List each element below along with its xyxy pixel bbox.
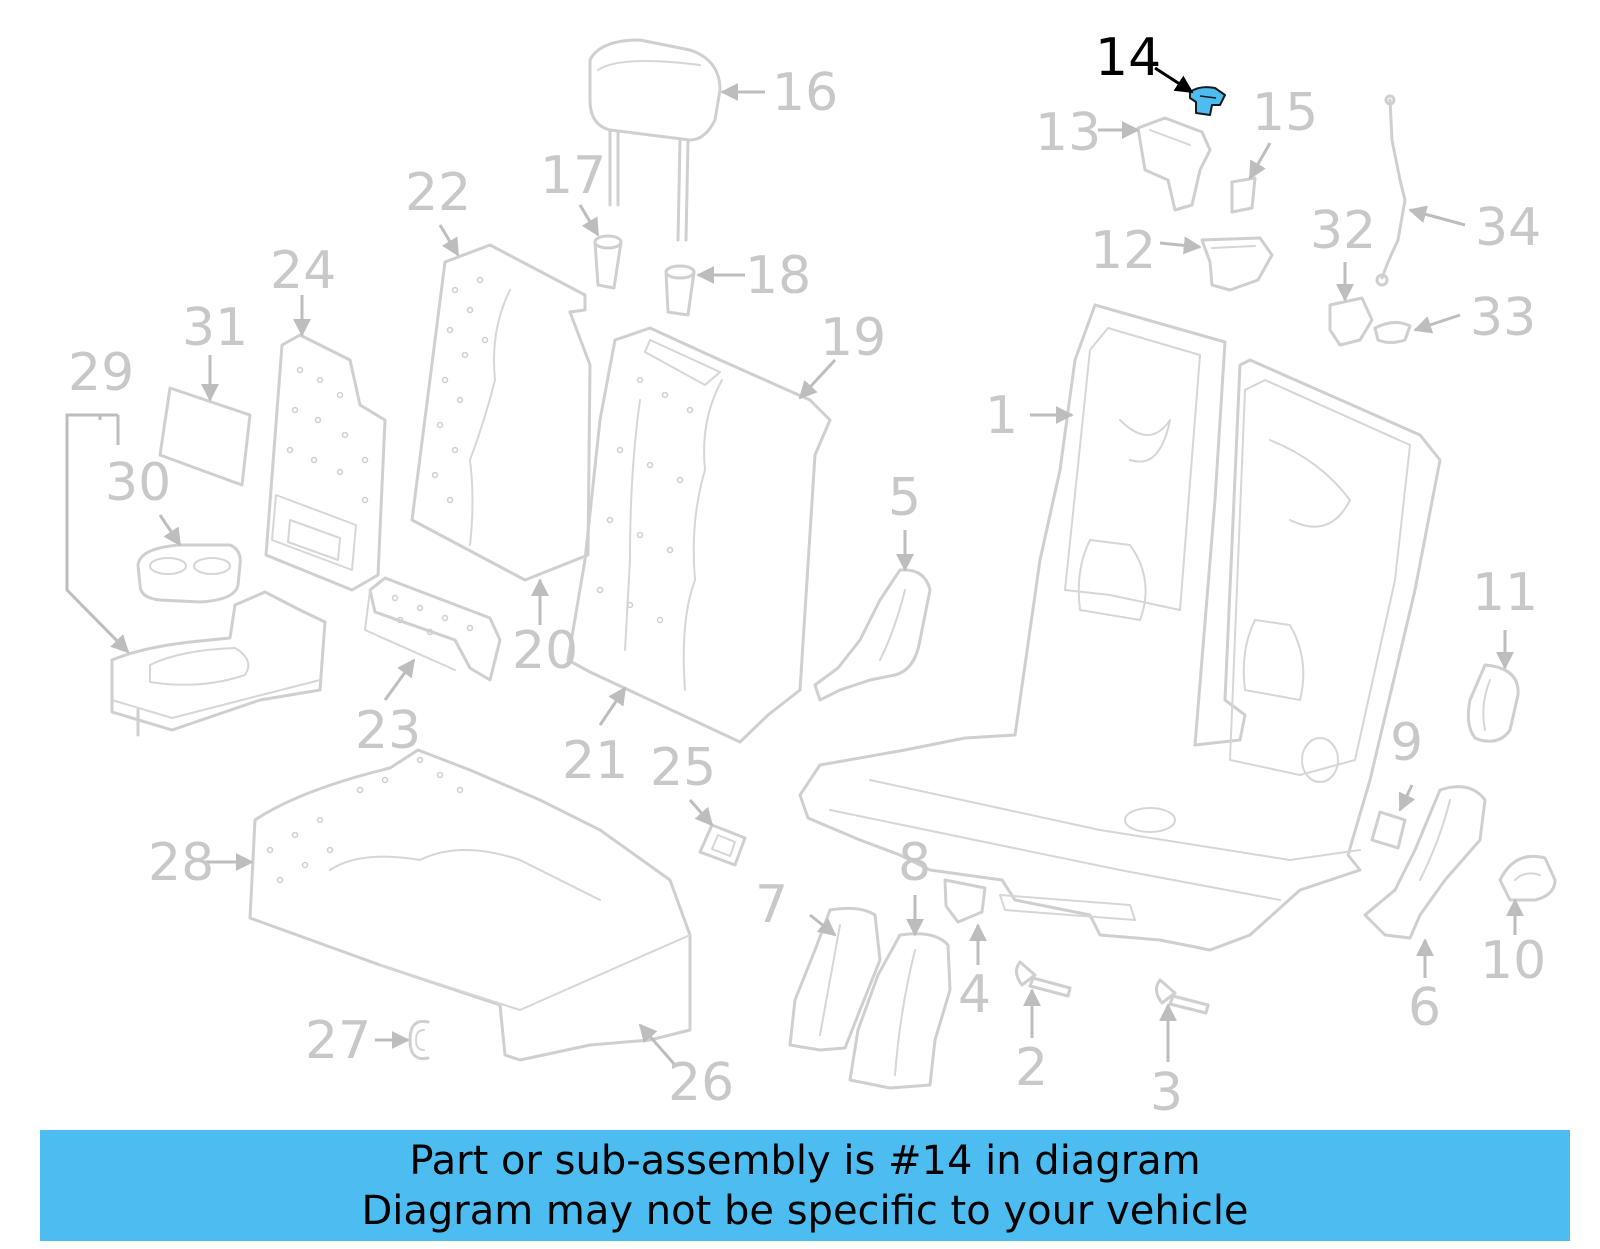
- part-27-clip: [408, 1019, 430, 1061]
- parts-diagram: 1 2 3 4 5 6 7 8 9 10 11 12 13 14 15 16 1…: [65, 28, 1557, 1120]
- callout-9: 9: [1390, 713, 1423, 773]
- part-12-clip: [1200, 236, 1274, 292]
- part-24-back-panel: [264, 333, 387, 592]
- callout-15: 15: [1252, 83, 1318, 143]
- part-17-guide: [593, 234, 623, 290]
- callout-13: 13: [1035, 103, 1101, 163]
- banner-line-2: Diagram may not be specific to your vehi…: [361, 1187, 1249, 1234]
- part-34-cable: [1375, 94, 1407, 287]
- callout-14: 14: [1095, 28, 1161, 88]
- part-28-seat-cushion: [248, 748, 692, 1062]
- part-31-pad: [158, 386, 252, 487]
- callout-30: 30: [105, 453, 171, 513]
- part-5-cover: [813, 568, 932, 702]
- callout-32: 32: [1310, 201, 1376, 261]
- callout-10: 10: [1480, 931, 1546, 991]
- callout-5: 5: [888, 468, 921, 528]
- part-13-bracket: [1136, 116, 1212, 212]
- callout-24: 24: [270, 241, 336, 301]
- callout-2: 2: [1015, 1038, 1048, 1098]
- callout-12: 12: [1090, 221, 1156, 281]
- part-29-armrest: [110, 590, 327, 737]
- part-19-back-cover: [566, 326, 832, 744]
- part-15-clip: [1230, 176, 1257, 214]
- callout-33: 33: [1470, 288, 1536, 348]
- callout-7: 7: [755, 875, 788, 935]
- callout-21: 21: [562, 731, 628, 791]
- part-9-clip: [1370, 810, 1407, 850]
- part-6-cover: [1363, 785, 1487, 940]
- callout-23: 23: [355, 701, 421, 761]
- callout-25: 25: [650, 738, 716, 798]
- part-32-latch: [1328, 296, 1374, 347]
- part-8-cover: [848, 932, 952, 1090]
- callout-17: 17: [540, 146, 606, 206]
- callout-4: 4: [958, 965, 991, 1025]
- callout-18: 18: [745, 246, 811, 306]
- callout-19: 19: [820, 308, 886, 368]
- callout-29: 29: [68, 343, 134, 403]
- callout-22: 22: [405, 163, 471, 223]
- part-10-cap: [1498, 854, 1557, 902]
- part-14-highlighted: [1189, 86, 1226, 116]
- callout-6: 6: [1408, 978, 1441, 1038]
- part-4-clip: [943, 878, 987, 924]
- part-2-bolt: [1015, 960, 1072, 998]
- leader-lines: [65, 66, 1524, 1066]
- callout-11: 11: [1472, 563, 1538, 623]
- part-3-bolt: [1155, 978, 1210, 1015]
- callout-16: 16: [772, 63, 838, 123]
- part-18-guide: [664, 264, 696, 317]
- part-1-frame: [798, 303, 1442, 952]
- callout-31: 31: [182, 298, 248, 358]
- part-7-cover: [788, 906, 882, 1052]
- callout-1: 1: [985, 386, 1018, 446]
- info-banner: Part or sub-assembly is #14 in diagram D…: [40, 1130, 1570, 1241]
- part-11-cover: [1466, 663, 1520, 743]
- part-30-cupholder: [136, 543, 242, 604]
- banner-line-1: Part or sub-assembly is #14 in diagram: [409, 1137, 1201, 1184]
- part-16-headrest: [588, 38, 722, 242]
- part-23-pad: [364, 576, 502, 682]
- part-33-clip: [1373, 321, 1412, 344]
- part-22-back-pad: [410, 243, 592, 582]
- callout-8: 8: [898, 833, 931, 893]
- callout-20: 20: [512, 621, 578, 681]
- callout-27: 27: [305, 1011, 371, 1071]
- callout-34: 34: [1475, 198, 1541, 258]
- callout-labels: 1 2 3 4 5 6 7 8 9 10 11 12 13 14 15 16 1…: [68, 28, 1546, 1120]
- callout-28: 28: [148, 833, 214, 893]
- callout-26: 26: [668, 1053, 734, 1113]
- callout-3: 3: [1150, 1063, 1183, 1120]
- part-25-clip: [698, 823, 747, 867]
